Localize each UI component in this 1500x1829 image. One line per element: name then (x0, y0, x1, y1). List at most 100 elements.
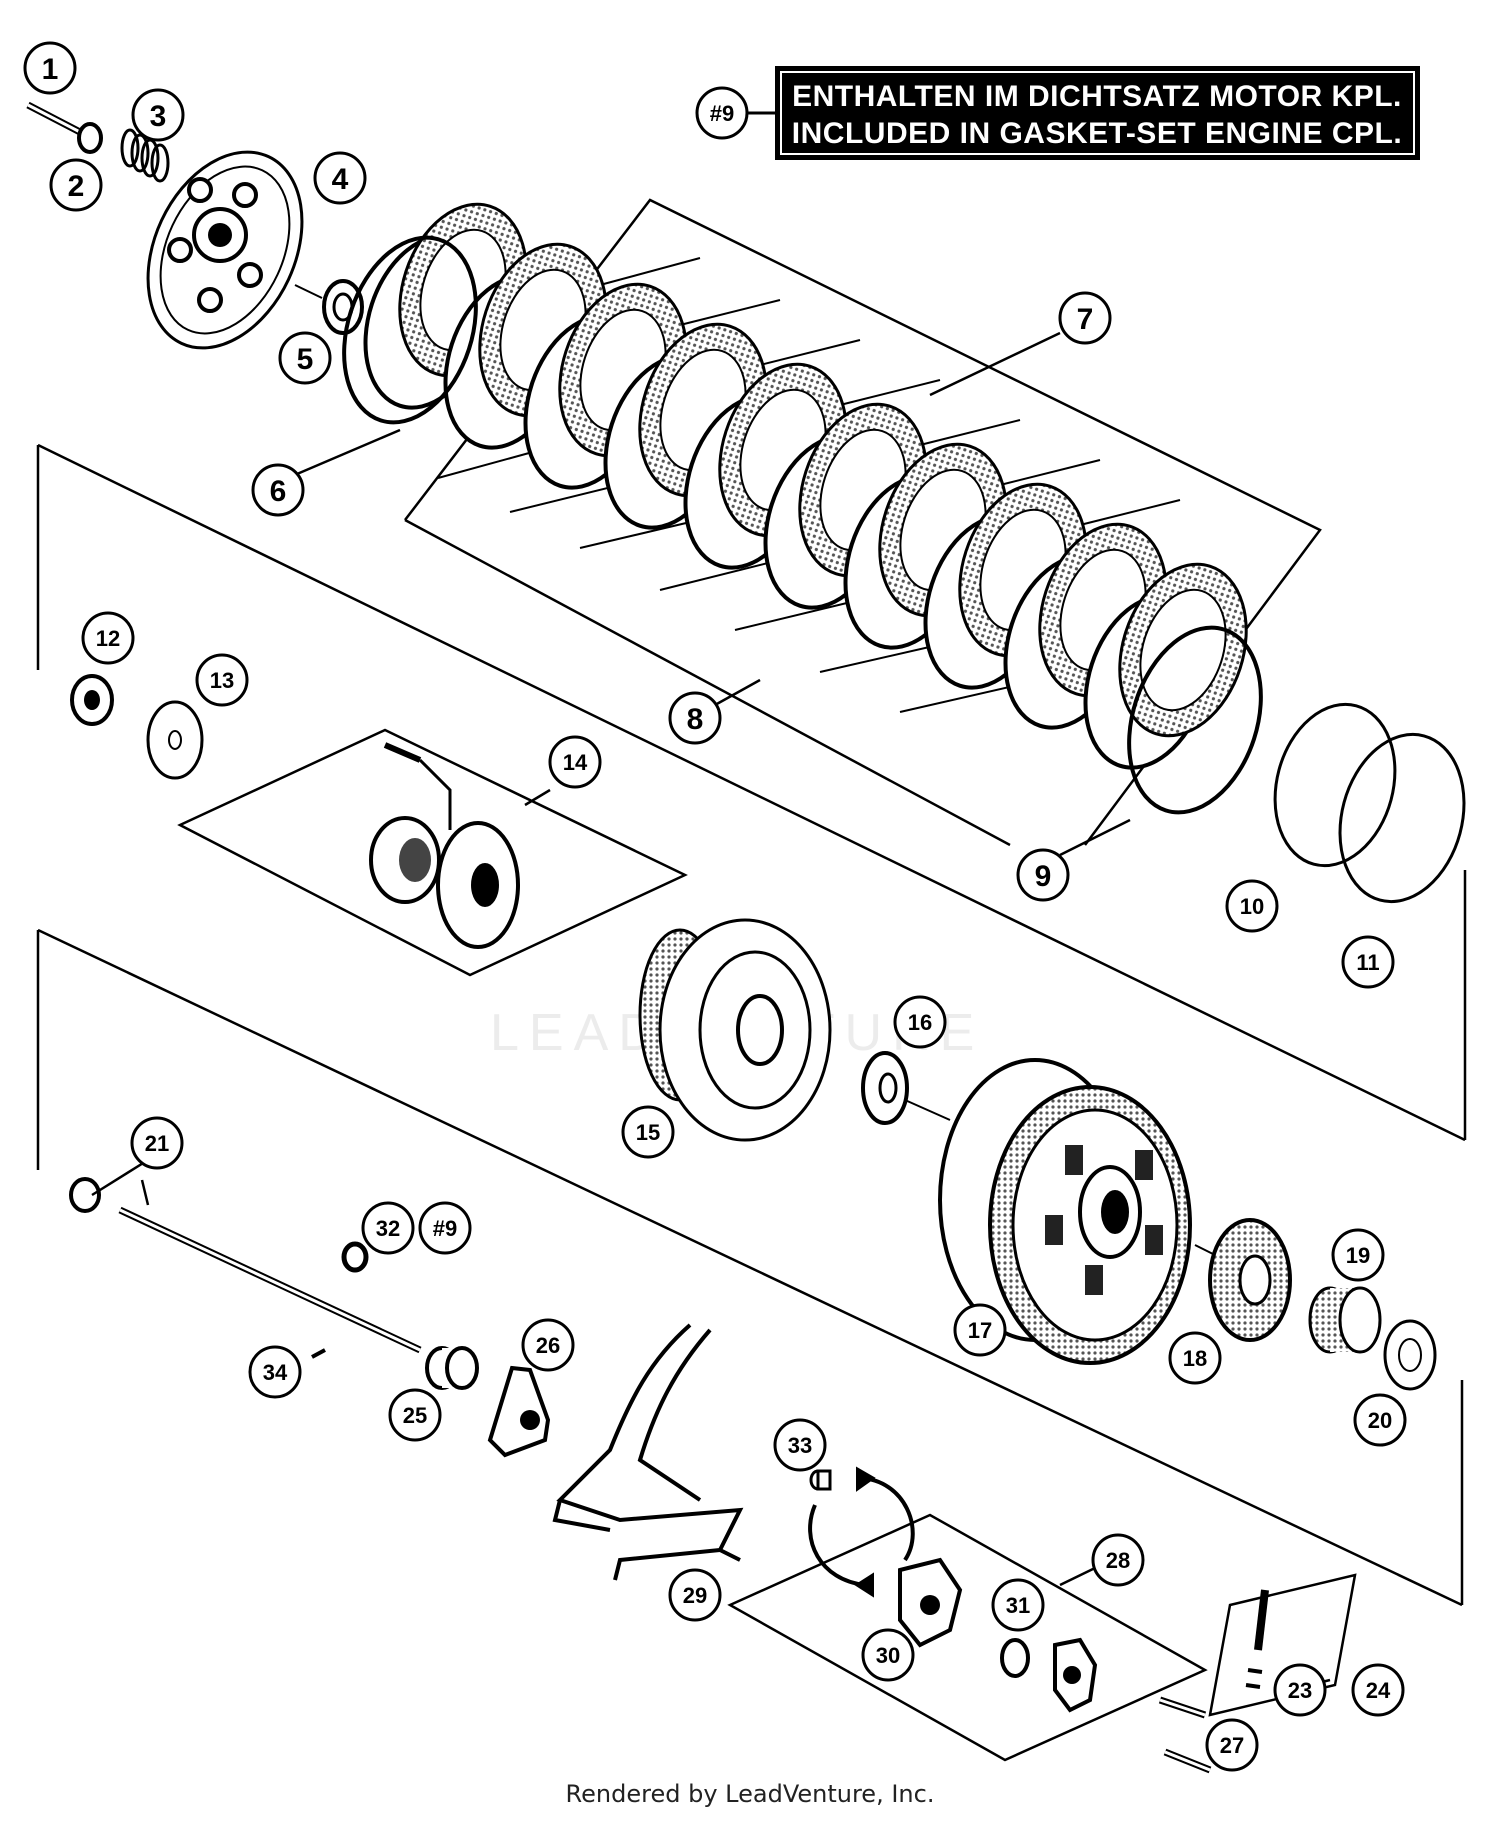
svg-text:32: 32 (376, 1216, 400, 1241)
svg-text:13: 13 (210, 668, 234, 693)
callout-c6[interactable]: 6 (251, 463, 305, 517)
footer-credit: Rendered by LeadVenture, Inc. (565, 1780, 935, 1808)
callout-c18[interactable]: 18 (1168, 1331, 1222, 1385)
svg-text:#9: #9 (433, 1216, 457, 1241)
nut-part[interactable] (77, 122, 103, 154)
svg-text:16: 16 (908, 1010, 932, 1035)
o-ring-10[interactable] (1258, 691, 1412, 879)
callout-c23[interactable]: 23 (1273, 1663, 1327, 1717)
svg-text:23: 23 (1288, 1678, 1312, 1703)
svg-text:18: 18 (1183, 1346, 1207, 1371)
callout-c34[interactable]: 34 (248, 1345, 302, 1399)
callout-c10[interactable]: 10 (1225, 879, 1279, 933)
svg-text:33: 33 (788, 1433, 812, 1458)
svg-text:2: 2 (68, 170, 85, 203)
svg-text:27: 27 (1220, 1733, 1244, 1758)
washer-part[interactable] (146, 700, 204, 780)
clutch-basket-part[interactable] (938, 1058, 1192, 1365)
svg-text:4: 4 (332, 163, 349, 196)
locating-pin-part[interactable] (809, 1469, 832, 1491)
callout-c32[interactable]: 32 (361, 1201, 415, 1255)
damper-assembly-part[interactable] (369, 742, 520, 949)
svg-text:9: 9 (1035, 860, 1052, 893)
callout-c26[interactable]: 26 (521, 1318, 575, 1372)
callout-c20[interactable]: 20 (1353, 1393, 1407, 1447)
bleeder-screw-part[interactable] (1245, 1589, 1269, 1689)
svg-text:8: 8 (687, 703, 704, 736)
o-ring-31[interactable] (1000, 1638, 1030, 1678)
o-ring-11[interactable] (1322, 720, 1482, 915)
callout-c5[interactable]: 5 (278, 331, 332, 385)
svg-text:11: 11 (1356, 950, 1379, 975)
callout-c7[interactable]: 7 (1058, 291, 1112, 345)
callout-c21[interactable]: 21 (130, 1116, 184, 1170)
callout-c19[interactable]: 19 (1331, 1228, 1385, 1282)
needle-bearing-part[interactable] (1308, 1286, 1382, 1354)
spacer-washer-part[interactable] (1383, 1319, 1437, 1391)
callout-c25[interactable]: 25 (388, 1388, 442, 1442)
callout-c27[interactable]: 27 (1205, 1718, 1259, 1772)
svg-text:6: 6 (270, 475, 287, 508)
callout-c15[interactable]: 15 (621, 1105, 675, 1159)
svg-text:26: 26 (536, 1333, 560, 1358)
callout-c33[interactable]: 33 (773, 1418, 827, 1472)
svg-text:20: 20 (1368, 1408, 1392, 1433)
callout-c16[interactable]: 16 (893, 995, 947, 1049)
callout-c14[interactable]: 14 (548, 735, 602, 789)
callout-c17[interactable]: 17 (953, 1303, 1007, 1357)
slave-cylinder-part[interactable] (1053, 1637, 1098, 1713)
svg-text:12: 12 (96, 626, 120, 651)
note-ref-callout[interactable]: #9 (695, 86, 749, 140)
svg-text:3: 3 (150, 100, 167, 133)
small-seal-ring-part[interactable] (341, 1241, 369, 1273)
callout-c30[interactable]: 30 (861, 1628, 915, 1682)
callout-c11[interactable]: 11 (1341, 935, 1395, 989)
friction-plate[interactable] (1099, 548, 1268, 752)
mounting-bolt-part[interactable] (1158, 1696, 1212, 1774)
gasket-set-note: ENTHALTEN IM DICHTSATZ MOTOR KPL. INCLUD… (747, 66, 1420, 160)
svg-text:19: 19 (1346, 1243, 1370, 1268)
svg-text:10: 10 (1240, 894, 1264, 919)
callout-c4[interactable]: 4 (313, 151, 367, 205)
svg-text:28: 28 (1106, 1548, 1130, 1573)
primary-gear-part[interactable] (1208, 1218, 1292, 1342)
callout-c8[interactable]: 8 (668, 691, 722, 745)
bearing-plate-part[interactable] (487, 1365, 551, 1458)
clutch-plate-stack[interactable] (322, 188, 1284, 830)
callout-c24[interactable]: 24 (1351, 1663, 1405, 1717)
callout-c31[interactable]: 31 (991, 1578, 1045, 1632)
callout-c3[interactable]: 3 (131, 88, 185, 142)
callout-c13[interactable]: 13 (195, 653, 249, 707)
hub-nut-part[interactable] (70, 674, 114, 726)
actuator-housing-part[interactable] (898, 1557, 963, 1648)
end-plate[interactable] (1107, 610, 1284, 829)
svg-text:29: 29 (683, 1583, 707, 1608)
svg-text:17: 17 (968, 1318, 992, 1343)
callout-c12[interactable]: 12 (81, 611, 135, 665)
bushing-part[interactable] (425, 1346, 479, 1390)
svg-text:15: 15 (636, 1120, 660, 1145)
push-rod-part[interactable] (69, 1177, 422, 1354)
pressure-spring-plate[interactable] (322, 220, 499, 439)
pressure-plate-part[interactable] (118, 127, 332, 373)
svg-text:#9: #9 (710, 101, 734, 126)
callout-c9[interactable]: 9 (1016, 848, 1070, 902)
callout-c2[interactable]: 2 (49, 158, 103, 212)
svg-text:1: 1 (42, 53, 59, 86)
callout-c28[interactable]: 28 (1091, 1533, 1145, 1587)
bearing-part[interactable] (322, 279, 364, 335)
pin-part[interactable] (311, 1348, 326, 1359)
bolt-part[interactable] (26, 101, 82, 136)
callout-c29[interactable]: 29 (668, 1568, 722, 1622)
svg-text:30: 30 (876, 1643, 900, 1668)
rotation-arrow-icon (808, 1466, 915, 1598)
callout-c32b[interactable]: #9 (418, 1201, 472, 1255)
inner-hub-part[interactable] (638, 918, 832, 1142)
note-line-1: ENTHALTEN IM DICHTSATZ MOTOR KPL. (792, 80, 1402, 113)
svg-text:7: 7 (1077, 303, 1094, 336)
release-lever-part[interactable] (552, 1323, 744, 1581)
svg-text:31: 31 (1006, 1593, 1030, 1618)
callout-c1[interactable]: 1 (23, 41, 77, 95)
thrust-washer-part[interactable] (861, 1051, 909, 1125)
